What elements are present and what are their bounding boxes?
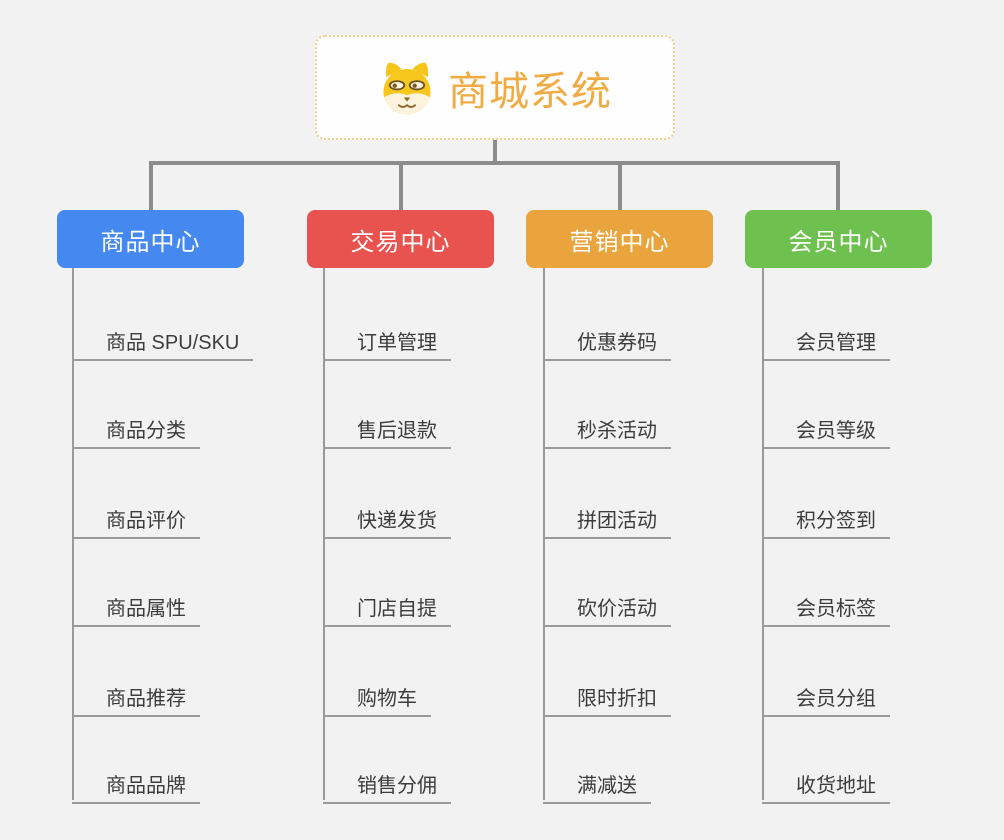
leaf-node[interactable]: 会员分组 bbox=[762, 675, 890, 717]
connector-root-stem bbox=[493, 138, 497, 165]
branch-node-label: 交易中心 bbox=[350, 228, 451, 256]
branch-tree-line bbox=[72, 268, 74, 800]
leaf-node[interactable]: 商品评价 bbox=[72, 497, 200, 539]
branch-tree-line bbox=[543, 268, 545, 800]
leaf-node[interactable]: 商品推荐 bbox=[72, 675, 200, 717]
connector-horizontal-bar bbox=[149, 161, 840, 165]
leaf-node[interactable]: 门店自提 bbox=[323, 585, 451, 627]
leaf-node[interactable]: 快递发货 bbox=[323, 497, 451, 539]
leaf-node[interactable]: 会员等级 bbox=[762, 407, 890, 449]
branch-node-member-center[interactable]: 会员中心 bbox=[745, 210, 932, 268]
leaf-node[interactable]: 商品分类 bbox=[72, 407, 200, 449]
branch-node-product-center[interactable]: 商品中心 bbox=[57, 210, 244, 268]
leaf-node[interactable]: 积分签到 bbox=[762, 497, 890, 539]
leaf-node[interactable]: 商品 SPU/SKU bbox=[72, 319, 254, 361]
branch-tree-line bbox=[762, 268, 764, 800]
branch-node-trade-center[interactable]: 交易中心 bbox=[307, 210, 494, 268]
root-node-title: 商城系统 bbox=[448, 69, 612, 114]
leaf-node[interactable]: 优惠券码 bbox=[543, 319, 671, 361]
root-node-mall-system[interactable]: 商城系统 bbox=[315, 35, 675, 140]
leaf-node[interactable]: 收货地址 bbox=[762, 762, 890, 804]
leaf-node[interactable]: 拼团活动 bbox=[543, 497, 671, 539]
connector-branch-stem bbox=[836, 163, 840, 210]
leaf-node[interactable]: 秒杀活动 bbox=[543, 407, 671, 449]
leaf-node[interactable]: 砍价活动 bbox=[543, 585, 671, 627]
leaf-node[interactable]: 会员管理 bbox=[762, 319, 890, 361]
leaf-node[interactable]: 商品属性 bbox=[72, 585, 200, 627]
leaf-node[interactable]: 商品品牌 bbox=[72, 762, 200, 804]
leaf-node[interactable]: 满减送 bbox=[543, 762, 651, 804]
branch-node-label: 营销中心 bbox=[569, 228, 670, 256]
leaf-node[interactable]: 限时折扣 bbox=[543, 675, 671, 717]
dog-face-icon bbox=[378, 57, 436, 119]
leaf-node[interactable]: 购物车 bbox=[323, 675, 431, 717]
connector-branch-stem bbox=[149, 163, 153, 210]
leaf-node[interactable]: 售后退款 bbox=[323, 407, 451, 449]
branch-node-label: 会员中心 bbox=[788, 228, 889, 256]
branch-node-label: 商品中心 bbox=[100, 228, 201, 256]
connector-branch-stem bbox=[399, 163, 403, 210]
branch-node-marketing-center[interactable]: 营销中心 bbox=[526, 210, 713, 268]
leaf-node[interactable]: 订单管理 bbox=[323, 319, 451, 361]
connector-branch-stem bbox=[618, 163, 622, 210]
leaf-node[interactable]: 销售分佣 bbox=[323, 762, 451, 804]
leaf-node[interactable]: 会员标签 bbox=[762, 585, 890, 627]
branch-tree-line bbox=[323, 268, 325, 800]
